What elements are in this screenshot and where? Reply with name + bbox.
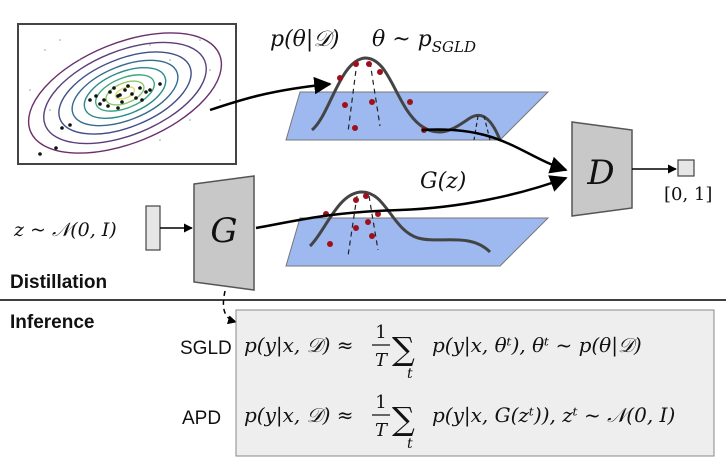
apd-rhs: p(y|x, G(zᵗ)), zᵗ ~ 𝒩(0, I) — [432, 403, 675, 428]
apd-lhs: p(y|x, 𝒟) ≈ — [244, 403, 354, 428]
contour-sample — [148, 88, 152, 92]
contour-speck — [49, 109, 51, 111]
sgld-sample-dot — [377, 69, 383, 75]
noise-input: z ~ 𝒩(0, I) — [13, 205, 193, 251]
contour-sample — [60, 126, 64, 130]
sgld-sum: ∑ — [392, 330, 415, 368]
contour-ring — [83, 67, 167, 119]
contour-sample — [54, 146, 58, 150]
contour-ring — [95, 74, 155, 112]
contour-sample — [144, 90, 148, 94]
generator-sample-dot — [369, 233, 375, 239]
contour-speck — [189, 119, 191, 121]
contour-ring — [105, 80, 145, 106]
sgld-method-label: SGLD — [180, 338, 232, 359]
sgld-posterior-plane — [285, 56, 550, 141]
contour-sample — [108, 90, 112, 94]
svg-text:t: t — [407, 366, 413, 382]
generator-to-inference-arrow — [222, 290, 237, 325]
contour-speck — [209, 69, 211, 71]
contour-speck — [219, 99, 221, 101]
contour-sample — [158, 82, 162, 86]
discriminator-output — [677, 159, 695, 177]
posterior-label: p(θ|𝒟) — [270, 27, 339, 52]
sgld-lhs: p(y|x, 𝒟) ≈ — [244, 333, 354, 358]
contour-speck — [159, 139, 161, 141]
distillation-heading: Distillation — [10, 272, 107, 293]
contour-sample — [123, 88, 127, 92]
generator-sample-dot — [353, 225, 359, 231]
sgld-sample-dot — [352, 125, 358, 131]
contour-sample — [98, 102, 102, 106]
contour-speck — [169, 59, 171, 61]
contour-sample — [126, 84, 130, 88]
generator-label: G — [210, 211, 237, 251]
contour-speck — [29, 89, 31, 91]
contour-sample — [112, 86, 116, 90]
sgld-sample-dot — [407, 99, 413, 105]
sgld-sample-dot — [369, 99, 375, 105]
sgld-sample-label: θ ~ pSGLD — [372, 27, 476, 56]
contour-ring — [43, 41, 207, 145]
svg-text:t: t — [407, 436, 413, 452]
contour-sample — [134, 96, 138, 100]
apd-method-label: APD — [182, 408, 221, 429]
noise-label: z ~ 𝒩(0, I) — [13, 219, 117, 241]
contour-speck — [199, 39, 201, 41]
generator-sample-dot — [353, 197, 359, 203]
generator-sample-plane — [285, 190, 550, 267]
sgld-rhs: p(y|x, θᵗ), θᵗ ~ p(θ|𝒟) — [432, 333, 642, 358]
contour-sample — [116, 106, 120, 110]
contour-speck — [79, 59, 81, 61]
sgld-sample-dot — [366, 61, 372, 67]
output-range: [0, 1] — [664, 184, 712, 205]
sgld-sample-dot — [342, 102, 348, 108]
contour-to-posterior-arrow — [209, 76, 332, 112]
generator-output-label: G(z) — [420, 169, 466, 194]
apd-sum: ∑ — [392, 400, 415, 438]
contour-sample — [140, 98, 144, 102]
generator-to-discriminator-arrow — [255, 175, 568, 230]
generator-sample-dot — [327, 241, 333, 247]
contour-sample — [102, 98, 106, 102]
inference-heading: Inference — [10, 312, 94, 333]
svg-text:T: T — [375, 350, 389, 371]
svg-text:1: 1 — [375, 322, 386, 343]
noise-vector — [145, 205, 161, 251]
contour-sample — [120, 100, 124, 104]
contour-sample — [130, 92, 134, 96]
svg-text:T: T — [375, 420, 389, 441]
contour-sample — [68, 123, 72, 127]
discriminator-block: D [0, 1] — [571, 121, 712, 217]
contour-sample — [38, 152, 42, 156]
contour-plot — [17, 23, 237, 165]
contour-sample — [118, 93, 122, 97]
contour-speck — [44, 49, 46, 51]
svg-text:1: 1 — [375, 392, 386, 413]
formula-panel — [235, 309, 715, 457]
sgld-formula-row: SGLD p(y|x, 𝒟) ≈ 1 T ∑ t p(y|x, θᵗ), θᵗ … — [180, 322, 642, 382]
generator-sample-dot — [363, 193, 369, 199]
contour-sample — [88, 98, 92, 102]
generator-block: G — [193, 175, 255, 291]
sgld-sample-dot — [337, 75, 343, 81]
contour-sample — [138, 86, 142, 90]
apd-formula-row: APD p(y|x, 𝒟) ≈ 1 T ∑ t p(y|x, G(zᵗ)), z… — [182, 392, 675, 452]
contour-ring — [58, 51, 192, 135]
contour-speck — [59, 39, 61, 41]
generator-sample-dot — [365, 219, 371, 225]
contour-sample — [106, 104, 110, 108]
contour-ring — [71, 59, 179, 127]
generator-sample-dot — [375, 211, 381, 217]
sgld-to-discriminator-arrow — [421, 128, 568, 174]
contour-speck — [149, 44, 151, 46]
sgld-sample-dot — [353, 61, 359, 67]
discriminator-label: D — [586, 153, 614, 193]
contour-sample — [94, 94, 98, 98]
contour-ring — [114, 86, 136, 100]
